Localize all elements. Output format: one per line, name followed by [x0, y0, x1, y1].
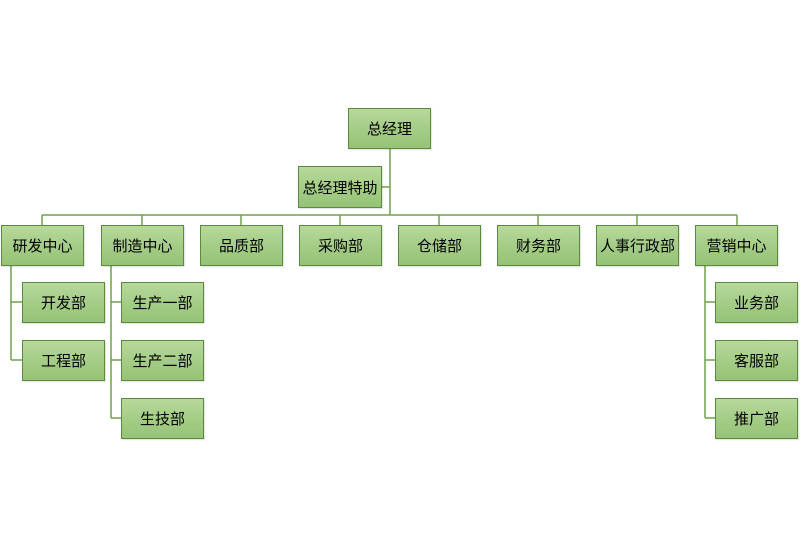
dept-node: 研发中心: [1, 225, 84, 266]
sub-dept-node: 客服部: [715, 340, 798, 381]
dept-node: 制造中心: [101, 225, 184, 266]
sub-dept-node: 业务部: [715, 282, 798, 323]
sub-dept-node: 生产二部: [121, 340, 204, 381]
sub-dept-node: 推广部: [715, 398, 798, 439]
node-gm-assistant: 总经理特助: [298, 166, 382, 208]
dept-node: 品质部: [200, 225, 283, 266]
sub-dept-node: 工程部: [22, 340, 105, 381]
sub-dept-node: 开发部: [22, 282, 105, 323]
sub-dept-node: 生技部: [121, 398, 204, 439]
sub-dept-node: 生产一部: [121, 282, 204, 323]
dept-node: 财务部: [497, 225, 580, 266]
node-general-manager: 总经理: [348, 108, 431, 149]
dept-node: 采购部: [299, 225, 382, 266]
dept-node: 人事行政部: [596, 225, 679, 266]
dept-node: 仓储部: [398, 225, 481, 266]
dept-node: 营销中心: [695, 225, 778, 266]
